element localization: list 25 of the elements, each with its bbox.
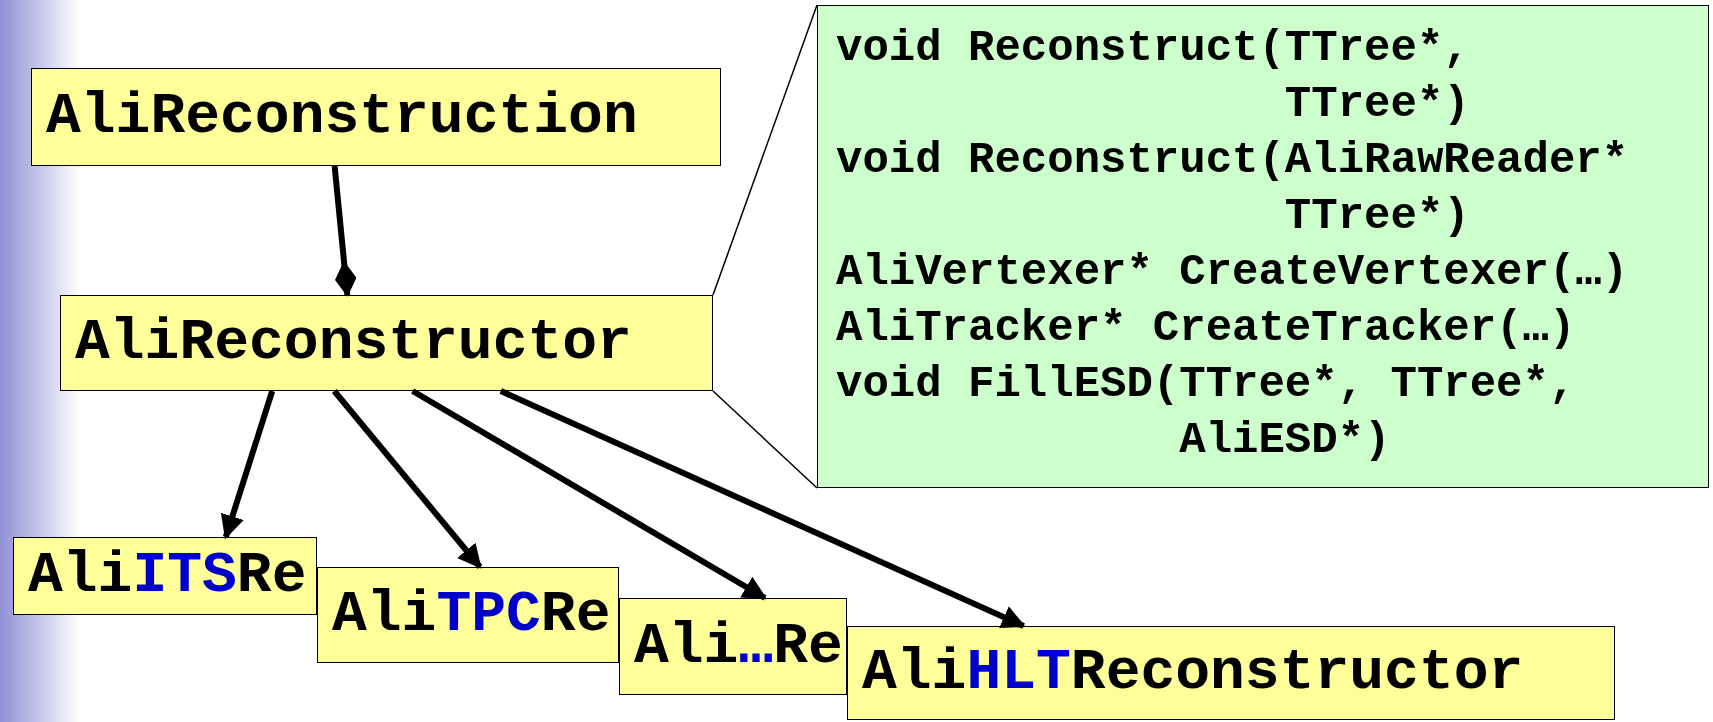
arrow (331, 389, 483, 569)
arrow (499, 388, 1026, 629)
class-box (31, 68, 721, 166)
callout-line (712, 390, 818, 489)
arrow (220, 390, 276, 540)
class-box (317, 567, 619, 663)
class-name: AliReconstructor (75, 314, 632, 372)
class-name: Ali…Re (634, 617, 843, 676)
method-signature: AliVertexer* CreateVertexer(…) (836, 246, 1630, 299)
method-signature: AliTracker* CreateTracker(…) (836, 302, 1577, 355)
class-box (619, 598, 847, 695)
arrow (411, 388, 767, 601)
method-signature: void Reconstruct(AliRawReader* TTree*) (836, 134, 1630, 243)
composition-connector (331, 165, 357, 297)
class-box (847, 626, 1615, 720)
class-name: AliReconstruction (46, 88, 638, 146)
code-callout-box (817, 5, 1709, 488)
method-signature: void FillESD(TTree*, TTree*, AliESD*) (836, 358, 1577, 467)
method-signature: void Reconstruct(TTree*, TTree*) (836, 22, 1471, 131)
class-name: AliITSRe (28, 547, 307, 605)
class-box (13, 537, 317, 615)
class-name: AliTPCRe (332, 586, 611, 644)
class-box (60, 295, 713, 391)
class-name: AliHLTReconstructor (862, 644, 1524, 702)
callout-line (712, 4, 818, 296)
